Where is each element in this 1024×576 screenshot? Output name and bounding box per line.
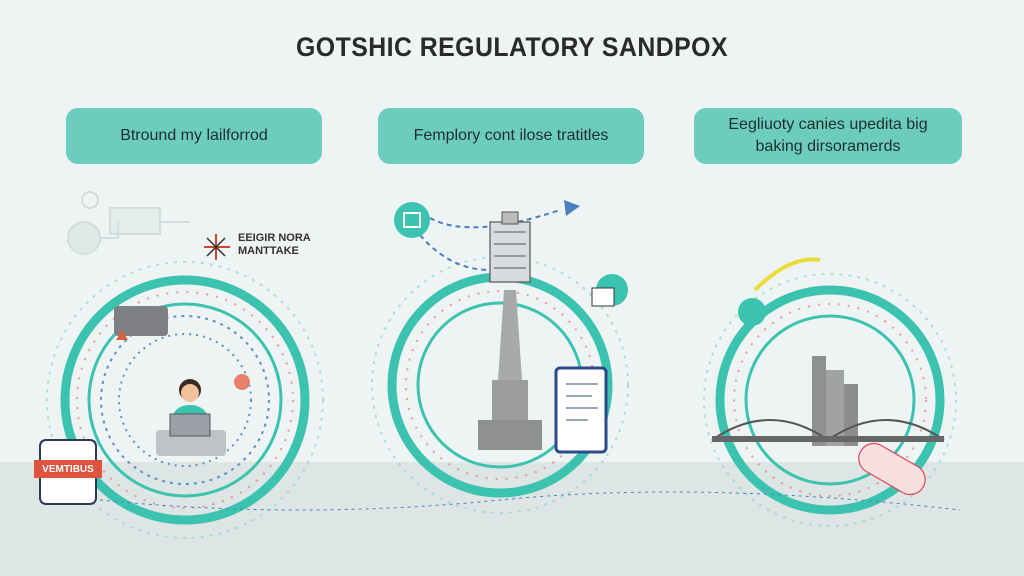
flow-arrows-2 bbox=[419, 209, 561, 271]
shield-check-icon bbox=[394, 202, 430, 238]
capsule-icon bbox=[858, 442, 926, 496]
connector-line bbox=[99, 491, 961, 511]
faded-network-icon bbox=[67, 191, 190, 255]
ring-group-1 bbox=[46, 261, 324, 539]
document-panel-icon bbox=[554, 366, 608, 454]
router-device-icon bbox=[114, 306, 168, 340]
panel-label-2-text: Femplory cont ilose tratitles bbox=[413, 127, 609, 144]
city-bridge-icon bbox=[711, 356, 945, 446]
monument-tower-icon bbox=[478, 211, 542, 450]
node-circle-icon bbox=[738, 298, 766, 326]
target-mark-icon bbox=[204, 234, 230, 260]
arrow-head-icon bbox=[564, 200, 580, 216]
page-title: GOTSHIC REGULATORY SANDPOX bbox=[296, 32, 728, 62]
ribbon-label: VEMTIBUS bbox=[34, 460, 102, 478]
alert-badge-icon bbox=[234, 374, 250, 390]
panel-label-3: Eegliuoty canies upedita big baking dirs… bbox=[694, 108, 962, 164]
panel-label-1: Btround my lailforrod bbox=[66, 108, 322, 164]
panel-label-2: Femplory cont ilose tratitles bbox=[378, 108, 644, 164]
ring-group-3 bbox=[703, 273, 957, 527]
network-node-icon bbox=[591, 274, 628, 307]
side-annotation: EEIGIR NORA MANTTAKE bbox=[238, 232, 311, 257]
panel-label-1-text: Btround my lailforrod bbox=[120, 127, 268, 144]
person-at-laptop-icon bbox=[156, 379, 226, 456]
panel-label-3-text: Eegliuoty canies upedita big baking dirs… bbox=[728, 116, 928, 155]
curved-arrow-icon bbox=[753, 257, 821, 292]
